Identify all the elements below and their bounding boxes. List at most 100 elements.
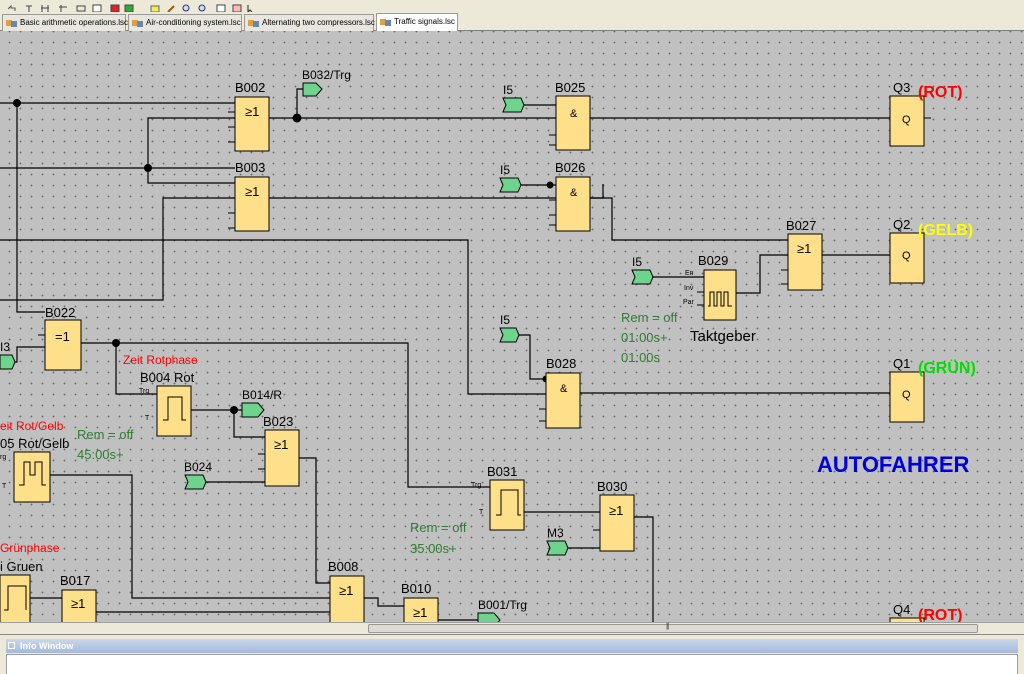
connector-b001[interactable]: B001/Trg (477, 598, 527, 622)
block-b003[interactable]: B003 ≥1 (228, 160, 270, 232)
info-window-title: Info Window (20, 641, 74, 651)
connector-label: I3 (0, 340, 10, 354)
output-symbol: Q (902, 389, 911, 401)
diagram-heading: AUTOFAHRER (817, 452, 969, 477)
connector-b032[interactable]: B032/Trg (302, 68, 351, 97)
output-name: Q3 (893, 80, 910, 95)
arrow-icon[interactable] (246, 0, 256, 12)
tab-label: Basic arithmetic operations.lsc (20, 18, 129, 27)
output-color-label: (GELB) (918, 222, 973, 239)
block-b002[interactable]: B002 ≥1 (228, 80, 276, 152)
tab-basic-arithmetic[interactable]: Basic arithmetic operations.lsc (2, 14, 129, 31)
logic-file-icon (132, 18, 143, 27)
block-b008[interactable]: B008 ≥1 (328, 559, 365, 622)
connector-i5-b028[interactable]: I5 (499, 313, 520, 343)
connector-label: I5 (503, 83, 513, 97)
copy-icon[interactable] (40, 0, 50, 12)
cut-icon[interactable] (24, 0, 34, 12)
block-description: Taktgeber (690, 328, 756, 345)
connector-i5-b026[interactable]: I5 (499, 163, 522, 193)
zoom-out-icon[interactable] (198, 0, 208, 12)
block-symbol: =1 (55, 329, 70, 344)
connector-m3[interactable]: M3 (546, 526, 569, 556)
block-symbol: ≥1 (245, 184, 259, 199)
connector-i5-b029[interactable]: I5 (631, 255, 654, 285)
block-b005[interactable]: 05 Rot/Gelb rg T (0, 436, 69, 503)
scrollbar-thumb[interactable]: ||| (368, 623, 978, 633)
info-window-panel: Info Window (0, 634, 1024, 674)
block-b023[interactable]: B023 ≥1 (258, 414, 300, 487)
connector-i3[interactable]: I3 (0, 340, 16, 370)
block-symbol: ≥1 (413, 605, 427, 620)
output-q2[interactable]: Q2 (GELB) Q (889, 217, 973, 284)
block-symbol: ≥1 (71, 596, 85, 611)
block-b025[interactable]: B025 & (549, 80, 591, 151)
block-b030[interactable]: B030 ≥1 (593, 479, 635, 552)
info-window-titlebar[interactable]: Info Window (6, 639, 1018, 653)
page-icon[interactable] (216, 0, 226, 12)
grip-icon: ||| (666, 623, 670, 630)
block-symbol: ≥1 (609, 503, 623, 518)
text-icon[interactable] (150, 0, 160, 12)
zoom-in-icon[interactable] (182, 0, 192, 12)
pin-t: T (145, 415, 150, 422)
output-color-label: (GRÜN) (918, 358, 976, 377)
block-symbol: & (570, 108, 578, 120)
output-q4[interactable]: Q4 (ROT) (889, 602, 962, 622)
block-b026[interactable]: B026 & (549, 160, 591, 232)
output-symbol: Q (902, 250, 911, 262)
toolbar (0, 0, 1024, 12)
comment-gruenphase[interactable]: Grünphase (0, 541, 60, 555)
param-b029-time2: 01:00s (621, 350, 661, 365)
block-b017[interactable]: B017 ≥1 (60, 573, 97, 622)
select-icon[interactable] (76, 0, 86, 12)
block-b029[interactable]: B029 En Inv Par Taktgeber (683, 253, 756, 345)
connect-icon[interactable] (92, 0, 102, 12)
block-label: B022 (45, 305, 75, 320)
tab-label: Alternating two compressors.lsc (262, 18, 375, 27)
block-b006[interactable]: i Gruen (0, 559, 43, 622)
block-b031[interactable]: B031 Trg T (471, 464, 525, 531)
output-q1[interactable]: Q1 (GRÜN) Q (889, 356, 976, 423)
diagram-canvas[interactable]: B002 ≥1 B003 ≥1 B025 & B026 & (0, 31, 1024, 622)
tab-air-conditioning[interactable]: Air-conditioning system.lsc (128, 14, 242, 31)
connector-i5-b025[interactable]: I5 (502, 83, 525, 113)
block-label: B008 (328, 559, 358, 574)
pin-trg: rg (0, 454, 6, 461)
block-label: B030 (597, 479, 627, 494)
paste-icon[interactable] (58, 0, 68, 12)
logic-file-icon (248, 18, 259, 27)
network-icon[interactable] (232, 0, 242, 12)
comment-zeit-rotgelb[interactable]: eit Rot/Gelb (0, 419, 64, 433)
logic-diagram: B002 ≥1 B003 ≥1 B025 & B026 & (0, 68, 976, 622)
tab-alternating-compressors[interactable]: Alternating two compressors.lsc (244, 14, 375, 31)
output-q3[interactable]: Q3 (ROT) Q (889, 80, 962, 147)
connector-b024[interactable]: B024 (184, 460, 212, 490)
block-label: B031 (487, 464, 517, 479)
block-b028[interactable]: B028 & (539, 356, 581, 429)
horizontal-scrollbar[interactable]: ||| (0, 622, 1024, 634)
block-b027[interactable]: B027 ≥1 (781, 218, 823, 291)
block-b004[interactable]: B004 Rot Trg T (139, 370, 195, 437)
block-symbol: ≥1 (274, 437, 288, 452)
block-b010[interactable]: B010 ≥1 (401, 581, 439, 622)
output-name: Q1 (893, 356, 910, 371)
pin-t: T (479, 509, 484, 516)
wires (0, 88, 890, 622)
param-b029-time1: 01:00s+ (621, 330, 668, 345)
panel-icon[interactable] (8, 642, 15, 649)
comment-zeit-rotphase[interactable]: Zeit Rotphase (123, 353, 198, 367)
undo-icon[interactable] (6, 0, 16, 11)
output-symbol: Q (902, 114, 911, 126)
block-symbol: ≥1 (797, 241, 811, 256)
pin-inv: Inv (684, 285, 694, 292)
block-b022[interactable]: B022 =1 (38, 305, 82, 371)
function-icon[interactable] (124, 0, 134, 12)
cut-connection-icon[interactable] (166, 0, 176, 12)
connector-label: B032/Trg (302, 68, 351, 82)
logic-file-icon (380, 17, 391, 26)
tab-traffic-signals[interactable]: Traffic signals.lsc (376, 13, 458, 32)
connector-b014[interactable]: B014/R (241, 388, 282, 418)
pin-t: T (2, 483, 7, 490)
constant-icon[interactable] (110, 0, 120, 12)
